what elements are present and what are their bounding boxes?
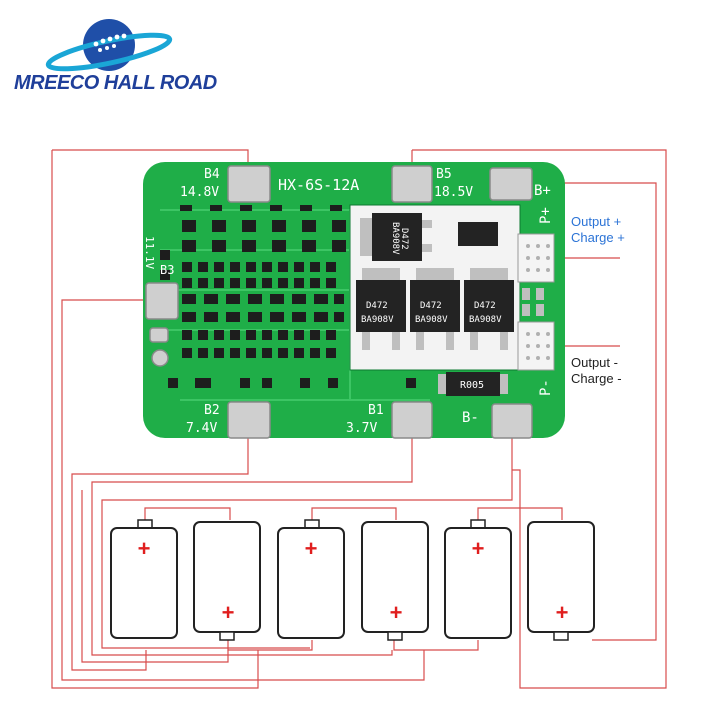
mosfet-2-line2: BA908V	[415, 315, 448, 325]
wire-bplus	[514, 182, 657, 641]
logo-ring-icon	[45, 32, 173, 72]
battery-3: +	[277, 519, 345, 639]
mosfet-2: D472 BA908V	[410, 268, 460, 350]
wire-b2	[71, 430, 249, 671]
pad-b1-name: B1	[368, 403, 384, 418]
mosfet-3-line1: D472	[474, 301, 496, 311]
battery-6: +	[527, 521, 595, 641]
wire-bminus	[101, 430, 513, 649]
pad-bplus	[489, 167, 533, 201]
mosfet-top-line2: BA908V	[390, 222, 400, 255]
pad-b4-name: B4	[204, 167, 220, 182]
pcb-board: D472 BA908V D472 BA908V D472 BA908V D472…	[143, 162, 565, 439]
output-minus-label: Output - Charge -	[571, 355, 622, 387]
mosfet-1: D472 BA908V	[356, 268, 406, 350]
pad-small-1	[149, 327, 169, 343]
pad-b3	[145, 282, 179, 320]
battery-6-plus: +	[556, 600, 569, 625]
mosfet-top: D472 BA908V	[360, 213, 432, 261]
pad-b2-name: B2	[204, 403, 220, 418]
pad-b1-voltage: 3.7V	[346, 421, 377, 436]
logo-text: MREECO HALL ROAD	[14, 72, 217, 94]
wire-cells-top	[144, 507, 563, 520]
pad-b2-voltage: 7.4V	[186, 421, 217, 436]
pad-b1	[391, 401, 433, 439]
pad-b2	[227, 401, 271, 439]
battery-5-plus: +	[472, 536, 485, 561]
pad-b4	[227, 165, 271, 203]
battery-3-plus: +	[305, 536, 318, 561]
output-minus-line2: Charge -	[571, 371, 622, 386]
solder-pads	[145, 165, 533, 439]
logo-dots-icon	[93, 33, 127, 52]
mosfet-2-line1: D472	[420, 301, 442, 311]
pad-b5	[391, 165, 433, 203]
battery-4: +	[361, 521, 429, 641]
wire-cells-bottom	[227, 640, 479, 651]
pad-pminus-label: P-	[538, 379, 554, 396]
mosfet-3: D472 BA908V	[464, 268, 514, 350]
resistor-r005: R005	[438, 372, 508, 396]
pad-round	[151, 349, 169, 367]
logo	[45, 19, 173, 72]
mosfet-3-line2: BA908V	[469, 315, 502, 325]
battery-2-plus: +	[222, 600, 235, 625]
ic-small	[458, 222, 498, 246]
battery-1: +	[110, 519, 178, 639]
pad-b4-voltage: 14.8V	[180, 185, 219, 200]
battery-1-plus: +	[138, 536, 151, 561]
mosfet-1-line2: BA908V	[361, 315, 394, 325]
smd-grid	[160, 205, 416, 388]
pad-b3-voltage: 11.1V	[143, 236, 156, 269]
small-parts-right	[522, 288, 544, 316]
wire-b3	[61, 299, 425, 681]
mosfet-top-line1: D472	[399, 228, 409, 250]
output-plus-connector	[517, 233, 555, 283]
pad-b3-name: B3	[160, 263, 174, 277]
pad-b5-name: B5	[436, 167, 452, 182]
pad-b5-voltage: 18.5V	[434, 185, 473, 200]
pad-bminus	[491, 403, 533, 439]
pad-bplus-label: B+	[534, 183, 551, 199]
battery-5: +	[444, 519, 512, 639]
battery-2: +	[193, 521, 261, 641]
output-minus-connector	[517, 321, 555, 371]
pad-bminus-label: B-	[462, 410, 479, 426]
wire-b2b	[81, 490, 229, 663]
output-plus-line2: Charge +	[571, 230, 625, 245]
output-plus-label: Output + Charge +	[571, 214, 625, 246]
wire-b1	[91, 430, 413, 656]
resistor-label: R005	[460, 380, 484, 391]
board-model: HX-6S-12A	[278, 176, 359, 194]
output-plus-line1: Output +	[571, 214, 622, 229]
output-minus-line1: Output -	[571, 355, 618, 370]
battery-pack: + + + + + +	[110, 519, 595, 641]
mosfet-1-line1: D472	[366, 301, 388, 311]
battery-4-plus: +	[390, 600, 403, 625]
wires	[51, 149, 667, 689]
pad-pplus-label: P+	[538, 207, 554, 224]
